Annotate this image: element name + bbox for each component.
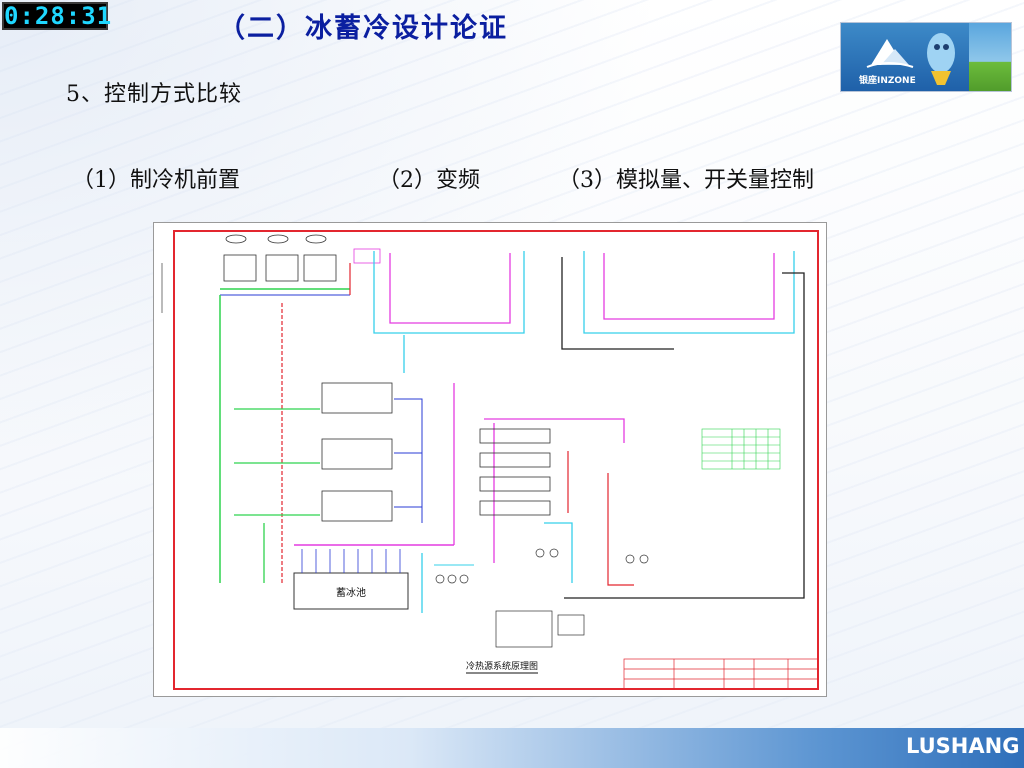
company-logo: 银座INZONE <box>840 22 1012 92</box>
logo-text: 银座INZONE <box>859 76 916 86</box>
comparison-items: （1）制冷机前置 （2）变频 （3）模拟量、开关量控制 <box>72 162 952 196</box>
presentation-timer: 0:28:31 <box>2 2 113 30</box>
logo-mountain-icon <box>866 33 955 85</box>
system-schematic: 蓄冰池 <box>153 222 827 697</box>
ice-pool-label: 蓄冰池 <box>336 586 366 599</box>
item-3: （3）模拟量、开关量控制 <box>558 168 814 193</box>
schematic-caption: 冷热源系统原理图 <box>466 660 538 672</box>
section-heading: 5、控制方式比较 <box>66 82 242 107</box>
logo-blue-panel: 银座INZONE <box>841 23 969 91</box>
schematic-drawing: 蓄冰池 <box>161 230 819 690</box>
slide-title: （二）冰蓄冷设计论证 <box>218 13 508 44</box>
footer-bar <box>0 728 1024 768</box>
item-1: （1）制冷机前置 <box>72 168 240 193</box>
footer-brand: LUSHANG <box>906 734 1020 758</box>
item-2: （2）变频 <box>378 168 480 193</box>
logo-sky-panel <box>969 23 1011 91</box>
